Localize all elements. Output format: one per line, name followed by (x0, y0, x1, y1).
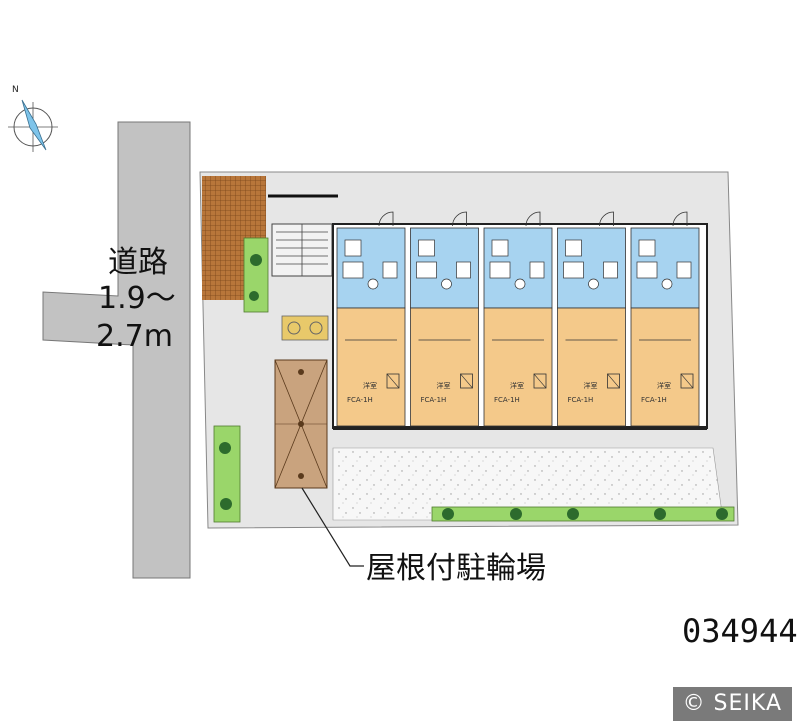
unit: 洋室 FCA-1H (630, 211, 700, 427)
door-icon (672, 211, 688, 227)
bathtub-icon (489, 261, 511, 279)
closet-icon (607, 373, 620, 389)
kitchen-icon (603, 261, 618, 279)
toilet-icon (661, 278, 673, 290)
closet-mark (680, 373, 694, 389)
kitchen-icon (456, 261, 471, 279)
garbage-area (281, 315, 329, 341)
closet-mark (386, 373, 400, 389)
compass-north-label: N (12, 85, 19, 95)
washbasin-icon (491, 239, 509, 257)
toilet-icon (588, 278, 599, 290)
door-icon (452, 211, 467, 227)
planting-bed-entrance (243, 237, 269, 313)
washbasin-icon (418, 239, 435, 257)
bathtub-icon (416, 261, 437, 279)
room-type-label: 洋室 (584, 381, 598, 390)
closet-icon (386, 373, 400, 389)
room-code-label: FCA-1H (347, 396, 373, 404)
leader-line (301, 487, 364, 567)
door-icon (525, 211, 541, 227)
bathtub-icon (636, 261, 658, 279)
bathtub-icon (563, 261, 584, 279)
closet-mark (533, 373, 547, 389)
washbasin-icon (565, 239, 582, 257)
unit: 洋室 FCA-1H (336, 211, 406, 427)
unit: 洋室 FCA-1H (483, 211, 553, 427)
road-name: 道路 (108, 245, 168, 280)
room-type-label: 洋室 (510, 381, 524, 390)
road (42, 121, 191, 579)
door-icon (599, 211, 614, 227)
unit-room (557, 307, 626, 427)
units: 洋室 FCA-1H 洋室 FCA-1H 洋室 FCA-1H 洋室 FCA-1H 洋室 FCA-1H (336, 211, 700, 427)
room-code-label: FCA-1H (421, 396, 447, 404)
property-id: 034944 (682, 612, 798, 650)
kitchen-icon (382, 261, 398, 279)
unit-room (336, 307, 406, 427)
unit-room (630, 307, 700, 427)
road-width-line1: 1.9～ (98, 281, 176, 316)
closet-icon (460, 373, 473, 389)
closet-mark (460, 373, 473, 389)
toilet-icon (514, 278, 526, 290)
washbasin-icon (638, 239, 656, 257)
room-code-label: FCA-1H (568, 396, 594, 404)
door-icon (378, 211, 394, 227)
room-type-label: 洋室 (437, 381, 451, 390)
unit: 洋室 FCA-1H (557, 211, 626, 427)
road-width-line2: 2.7m (96, 319, 173, 354)
planting-bed-left (213, 425, 241, 523)
staircase (271, 223, 333, 277)
unit: 洋室 FCA-1H (410, 211, 479, 427)
kitchen-icon (529, 261, 545, 279)
closet-icon (533, 373, 547, 389)
unit-room (410, 307, 479, 427)
toilet-icon (441, 278, 452, 290)
kitchen-icon (676, 261, 692, 279)
planting-bed-bottom (431, 506, 735, 522)
parking-label: 屋根付駐輪場 (366, 551, 546, 586)
bathtub-icon (342, 261, 364, 279)
unit-room (483, 307, 553, 427)
closet-icon (680, 373, 694, 389)
room-type-label: 洋室 (363, 381, 377, 390)
bike-shelter (274, 359, 328, 489)
compass-icon: N (8, 85, 58, 152)
room-code-label: FCA-1H (641, 396, 667, 404)
room-type-label: 洋室 (657, 381, 671, 390)
closet-mark (607, 373, 620, 389)
room-code-label: FCA-1H (494, 396, 520, 404)
washbasin-icon (344, 239, 362, 257)
copyright-badge: © SEIKA (672, 687, 792, 721)
toilet-icon (367, 278, 379, 290)
